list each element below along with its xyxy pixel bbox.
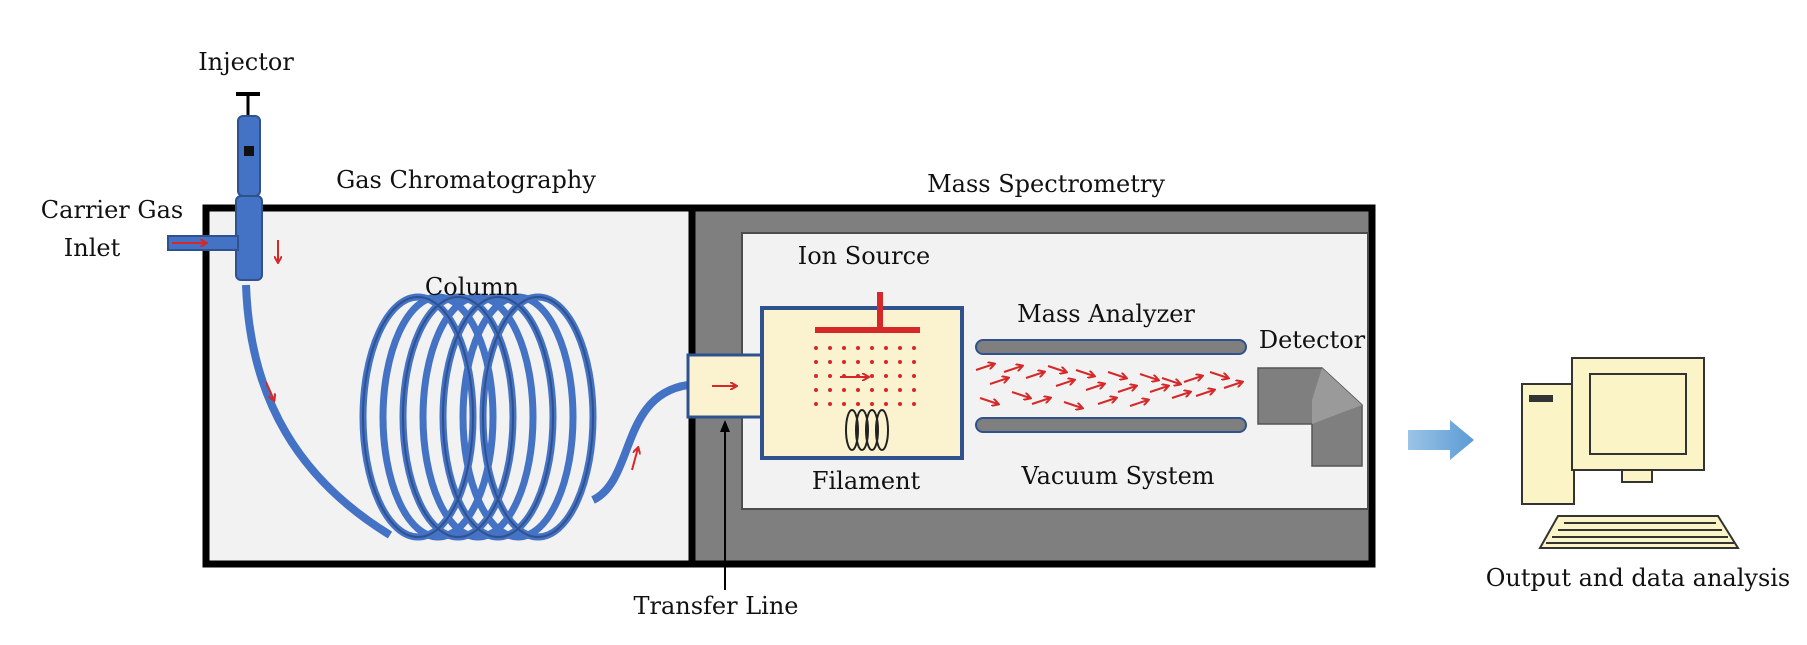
ion-source-chamber — [760, 306, 964, 460]
column-tube-outlet — [590, 381, 689, 504]
filament-label: Filament — [812, 467, 921, 495]
mass-analyzer-label: Mass Analyzer — [1017, 300, 1195, 328]
output-flow-arrow — [1408, 420, 1474, 460]
ion-source-label: Ion Source — [798, 242, 930, 270]
output-label: Output and data analysis — [1486, 564, 1791, 592]
vacuum-system-label: Vacuum System — [1020, 462, 1214, 490]
mass-analyzer-rod-bottom — [975, 417, 1247, 433]
transfer-line-pointer-head — [720, 420, 730, 432]
ionization-dots — [814, 346, 916, 406]
transfer-line-label: Transfer Line — [633, 592, 798, 620]
column-label: Column — [425, 273, 519, 301]
flow-arrows — [172, 240, 868, 471]
column-coil-shading — [362, 296, 594, 538]
carrier-gas-label-line1: Carrier Gas — [41, 196, 183, 224]
gc-section-label: Gas Chromatography — [336, 166, 596, 194]
detector-label: Detector — [1259, 326, 1366, 354]
column-tube-inlet — [242, 284, 393, 539]
injector — [235, 92, 263, 281]
injector-label: Injector — [198, 48, 294, 76]
ion-source-repeller — [815, 292, 920, 333]
mass-analyzer-rod-top — [975, 339, 1247, 355]
ion-stream — [975, 364, 1242, 408]
filament-coil — [845, 409, 889, 451]
ms-section-label: Mass Spectrometry — [927, 170, 1165, 198]
gc-oven-box — [202, 204, 696, 568]
carrier-gas-label-line2: Inlet — [64, 234, 121, 262]
detector-shape — [1257, 367, 1363, 467]
computer-icon — [1521, 357, 1740, 549]
